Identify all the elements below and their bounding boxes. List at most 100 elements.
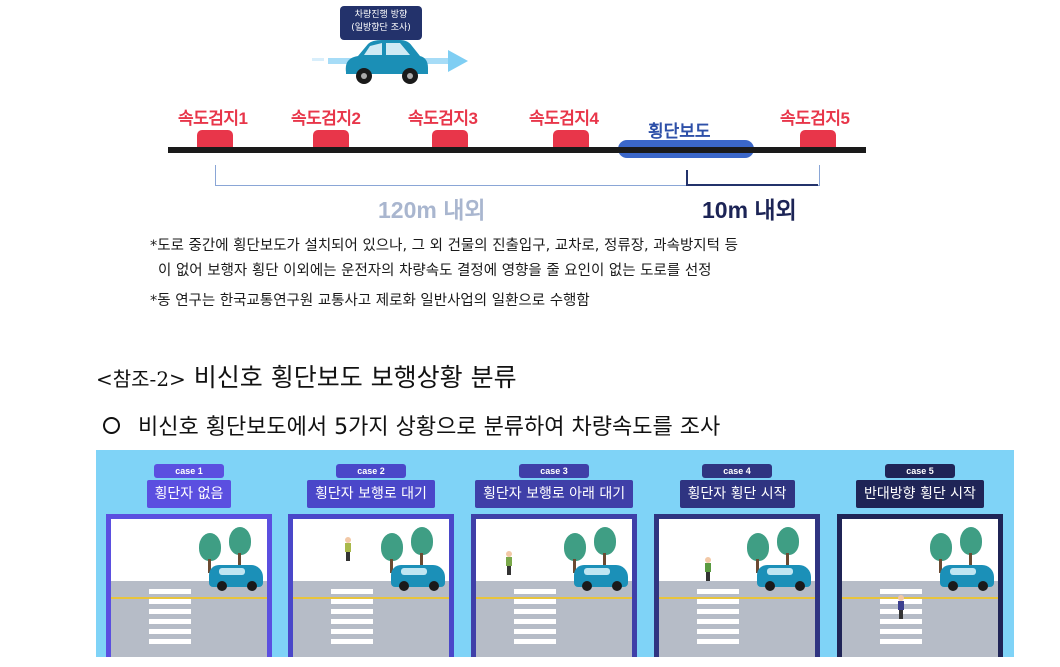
case-panel-1	[106, 514, 272, 657]
case-panel-5	[837, 514, 1003, 657]
crosswalk-stripe	[697, 639, 739, 644]
road-line	[168, 147, 866, 153]
tree-icon	[960, 527, 982, 555]
distance-bracket-120m	[215, 165, 820, 186]
car-window	[767, 568, 793, 575]
panel-lane-line	[842, 597, 998, 599]
crosswalk-stripe	[149, 599, 191, 604]
crosswalk-stripe	[514, 589, 556, 594]
crosswalk-stripe	[880, 629, 922, 634]
tree-icon	[381, 533, 403, 561]
tree-trunk	[756, 559, 759, 573]
car-icon	[574, 565, 628, 591]
detector-marker-4	[553, 130, 589, 147]
car-wheel	[429, 581, 439, 591]
case-title-3: 횡단자 보행로 아래 대기	[475, 480, 634, 508]
note-line-1: *도로 중간에 횡단보도가 설치되어 있으나, 그 외 건물의 진출입구, 교차…	[150, 238, 738, 254]
detector-marker-5	[800, 130, 836, 147]
crosswalk-stripe	[331, 589, 373, 594]
crosswalk-stripe	[514, 609, 556, 614]
crosswalk-stripe	[149, 609, 191, 614]
direction-label-line1: 차량진행 방향	[354, 10, 408, 20]
bullet-text: 비신호 횡단보도에서 5가지 상황으로 분류하여 차량속도를 조사	[138, 415, 721, 440]
car-wheel	[399, 581, 409, 591]
distance-bracket-10m-left	[686, 170, 820, 185]
section-title: 비신호 횡단보도 보행상황 분류	[193, 363, 517, 392]
crosswalk-stripe	[697, 629, 739, 634]
tree-trunk	[573, 559, 576, 573]
car-wheel	[948, 581, 958, 591]
tree-icon	[411, 527, 433, 555]
pedestrian-icon	[345, 537, 351, 561]
car-icon	[345, 40, 428, 84]
bullet-item: 비신호 횡단보도에서 5가지 상황으로 분류하여 차량속도를 조사	[103, 409, 720, 441]
tree-trunk	[603, 553, 606, 567]
direction-label-box: 차량진행 방향 (일방향단 조사)	[340, 6, 422, 40]
detector-label-1: 속도검지1	[178, 109, 248, 128]
car-wheel	[217, 581, 227, 591]
crosswalk-stripe	[697, 619, 739, 624]
tree-icon	[747, 533, 769, 561]
tree-icon	[594, 527, 616, 555]
car-wheel	[765, 581, 775, 591]
crosswalk-stripe	[149, 589, 191, 594]
pedestrian-head	[345, 537, 351, 543]
crosswalk-stripe	[697, 589, 739, 594]
pedestrian-head	[506, 551, 512, 557]
case-panel-3	[471, 514, 637, 657]
crosswalk-stripe	[514, 639, 556, 644]
tree-icon	[930, 533, 952, 561]
section-heading: <참조-2> 비신호 횡단보도 보행상황 분류	[96, 358, 517, 394]
car-window	[219, 568, 245, 575]
note-line-3: *동 연구는 한국교통연구원 교통사고 제로화 일반사업의 일환으로 수행함	[150, 293, 590, 309]
pedestrian-body	[506, 557, 512, 566]
bullet-circle-icon	[103, 416, 120, 434]
pedestrian-body	[705, 563, 711, 572]
tree-trunk	[208, 559, 211, 573]
pedestrian-body	[345, 543, 351, 552]
crosswalk-stripe	[514, 599, 556, 604]
detector-label-3: 속도검지3	[408, 109, 478, 128]
crosswalk-stripe	[514, 619, 556, 624]
pedestrian-body	[898, 601, 904, 610]
tree-trunk	[939, 559, 942, 573]
tree-icon	[777, 527, 799, 555]
crosswalk-stripe	[331, 599, 373, 604]
pedestrian-head	[898, 595, 904, 601]
tree-icon	[229, 527, 251, 555]
case-panel-4	[654, 514, 820, 657]
tree-trunk	[390, 559, 393, 573]
direction-label-line2: (일방향단 조사)	[351, 23, 411, 33]
detector-marker-1	[197, 130, 233, 147]
detector-marker-2	[313, 130, 349, 147]
car-wheel	[582, 581, 592, 591]
car-icon	[940, 565, 994, 591]
note-line-2: 이 없어 보행자 횡단 이외에는 운전자의 차량속도 결정에 영향을 줄 요인이…	[158, 263, 712, 279]
pedestrian-head	[705, 557, 711, 563]
panel-lane-line	[111, 597, 267, 599]
distance-bracket-10m-bottom	[686, 184, 818, 186]
car-wheel	[978, 581, 988, 591]
car-icon	[391, 565, 445, 591]
crosswalk-stripe	[514, 629, 556, 634]
pedestrian-legs	[507, 566, 511, 575]
crosswalk-stripe	[331, 609, 373, 614]
crosswalk-stripe	[331, 619, 373, 624]
car-window	[401, 568, 427, 575]
car-wheel	[795, 581, 805, 591]
crosswalk-stripe	[149, 629, 191, 634]
tree-trunk	[420, 553, 423, 567]
car-window	[584, 568, 610, 575]
car-wheel	[247, 581, 257, 591]
crosswalk-stripe	[880, 639, 922, 644]
car-icon	[757, 565, 811, 591]
case-title-2: 횡단자 보행로 대기	[307, 480, 435, 508]
crosswalk-stripe	[880, 619, 922, 624]
panel-lane-line	[293, 597, 449, 599]
pedestrian-icon	[898, 595, 904, 619]
crosswalk-stripe	[149, 619, 191, 624]
case-tag-4: case 4	[702, 464, 772, 478]
tree-icon	[199, 533, 221, 561]
section-ref-prefix: <참조-2>	[96, 367, 186, 391]
crosswalk-stripe	[331, 629, 373, 634]
